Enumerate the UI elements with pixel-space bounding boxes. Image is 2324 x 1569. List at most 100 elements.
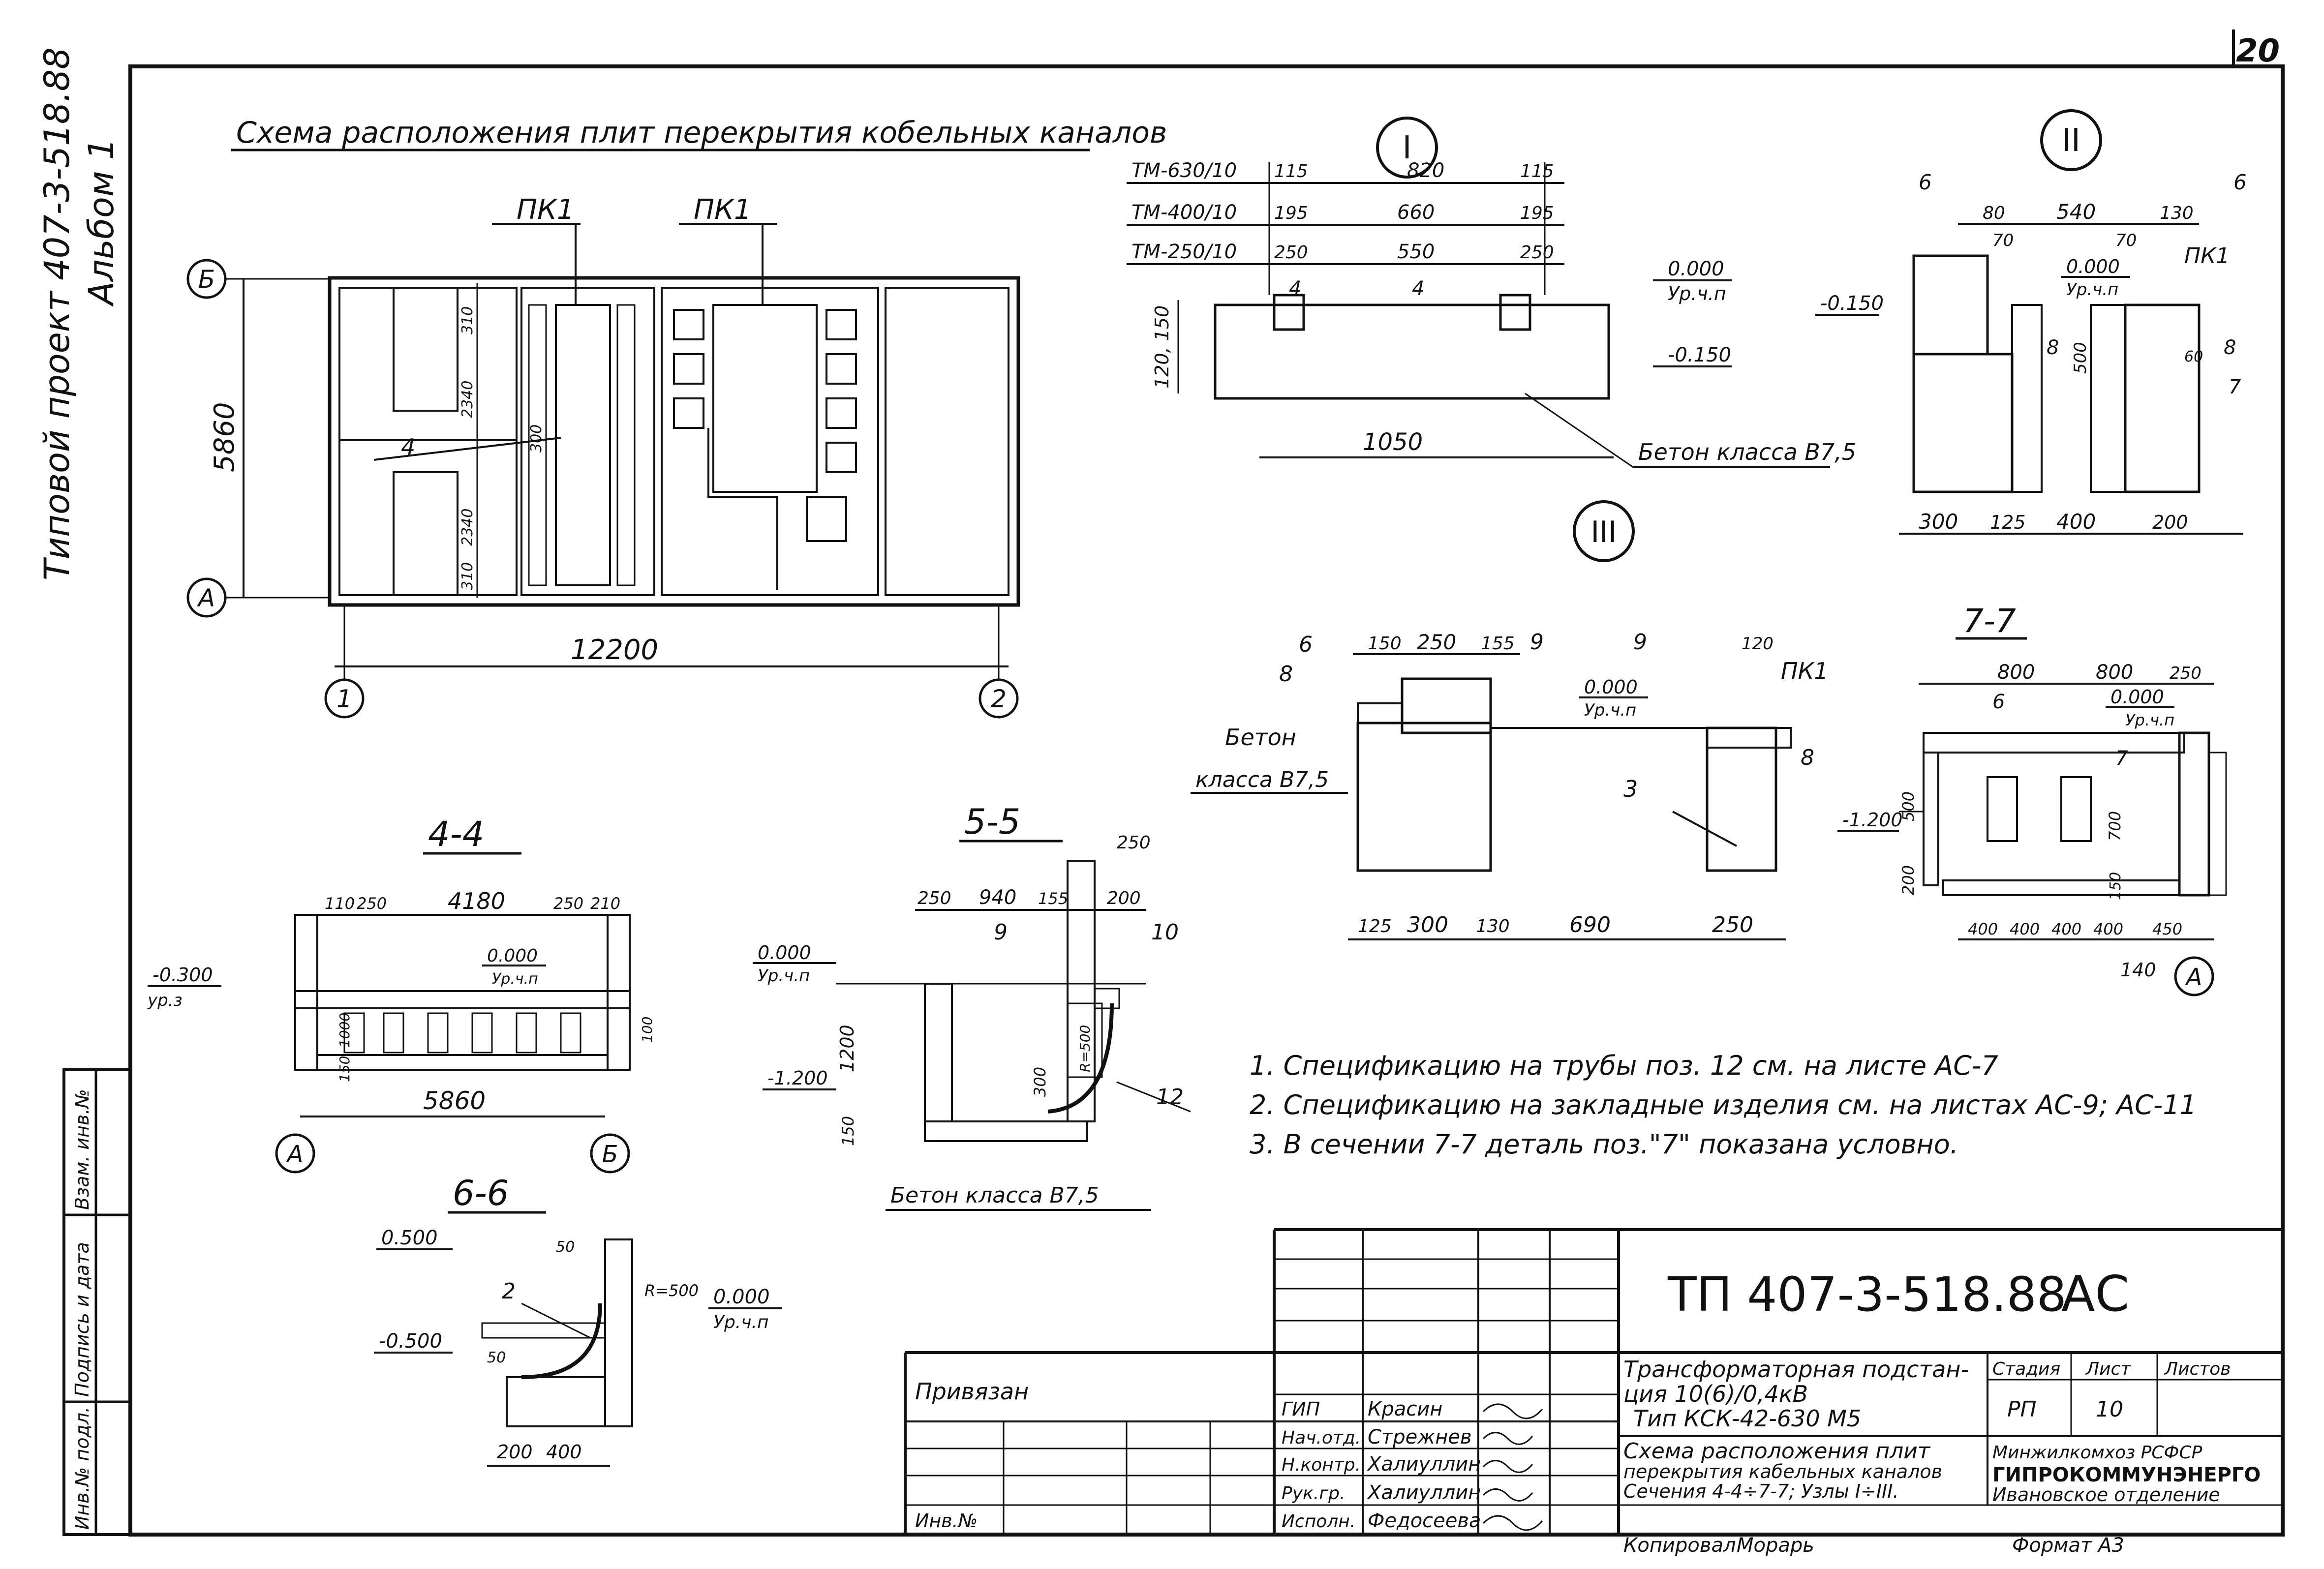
sec77-m6: 6 bbox=[1992, 691, 2005, 713]
sec77-d140: 140 bbox=[2120, 959, 2156, 981]
tb-stage: РП bbox=[2007, 1397, 2037, 1422]
sec66-b1: 400 bbox=[546, 1441, 582, 1463]
n3-concrete-2: класса В7,5 bbox=[1195, 767, 1329, 792]
n3-m8: 8 bbox=[1279, 662, 1293, 687]
n3-t0: 150 bbox=[1368, 634, 1402, 654]
sec44-bottom: 5860 bbox=[423, 1086, 486, 1115]
n3-concrete-1: Бетон bbox=[1225, 724, 1296, 751]
plan-pk1-b: ПК1 bbox=[694, 194, 752, 226]
sec55-t3: 200 bbox=[1107, 888, 1141, 908]
node-1: I ТМ-630/10 115 820 115 ТМ-400/10 195 66… bbox=[1127, 117, 1856, 468]
n3-m6: 6 bbox=[1299, 632, 1313, 657]
n3-level-top-sub: Ур.ч.п bbox=[1584, 700, 1636, 720]
sec77-level-top: 0.000 bbox=[2110, 686, 2164, 708]
section-6-6: 6-6 0.500 -0.500 0.000 Ур.ч.п 50 50 R=50… bbox=[374, 1173, 782, 1467]
plan-dim-height: 5860 bbox=[209, 402, 241, 472]
n3-m9b: 9 bbox=[1633, 630, 1647, 655]
tb-role-2: Н.контр. bbox=[1282, 1455, 1361, 1475]
sec66-level-b: -0.500 bbox=[379, 1330, 442, 1353]
title-block: ТП 407-3-518.88 АС Привязан Инв.№ ГИП На… bbox=[904, 1228, 2283, 1557]
sec77-b3: 400 bbox=[2093, 920, 2123, 938]
strip-label-sign: Подпись и дата bbox=[71, 1242, 93, 1397]
section-5-5: 5-5 250 940 155 200 250 9 10 0.000 Ур.ч.… bbox=[753, 802, 1191, 1211]
sec44-axis-b: Б bbox=[602, 1141, 618, 1168]
signature-0 bbox=[1482, 1403, 1543, 1419]
sec77-b4: 450 bbox=[2152, 920, 2182, 938]
sec44-title: 4-4 bbox=[428, 814, 484, 854]
tb-name-3: Халиуллин bbox=[1367, 1481, 1481, 1504]
tb-object-1: Трансформаторная подстан- bbox=[1623, 1356, 1969, 1383]
signature-2 bbox=[1482, 1460, 1533, 1473]
n2-m8a: 8 bbox=[2047, 336, 2059, 359]
tb-role-4: Исполн. bbox=[1282, 1511, 1355, 1532]
sec77-axis: А bbox=[2185, 964, 2202, 991]
n3-level-top: 0.000 bbox=[1584, 676, 1638, 698]
n2-d500: 500 bbox=[2071, 342, 2090, 374]
tb-code: ТП 407-3-518.88 bbox=[1667, 1267, 2067, 1322]
page-number: 20 bbox=[2236, 33, 2280, 69]
sec55-level-neg: -1.200 bbox=[767, 1067, 828, 1089]
sec44-t2: 4180 bbox=[448, 888, 505, 914]
note-2: 2. Спецификацию на закладные изделия см.… bbox=[1250, 1089, 2197, 1120]
node-2: II 6 6 80 540 130 70 70 0.000 Ур.ч.п ПК1… bbox=[1815, 109, 2247, 535]
tb-role-3: Рук.гр. bbox=[1282, 1483, 1345, 1504]
sec55-concrete: Бетон класса В7,5 bbox=[890, 1183, 1099, 1208]
n1-row1-b: 660 bbox=[1397, 201, 1435, 224]
n1-row1-a: 195 bbox=[1274, 203, 1308, 223]
sec55-m9: 9 bbox=[994, 920, 1008, 945]
sec55-t0: 250 bbox=[917, 888, 951, 908]
sec55-d150: 150 bbox=[839, 1116, 857, 1146]
sec44-d150: 150 bbox=[336, 1056, 353, 1082]
sec44-level-top-sub: Ур.ч.п bbox=[492, 970, 538, 988]
sec44-level-left: -0.300 bbox=[153, 964, 213, 986]
tb-object-3: Тип КСК-42-630 М5 bbox=[1633, 1405, 1861, 1432]
tb-sheet-hdr: Лист bbox=[2085, 1359, 2131, 1379]
strip-label-inv: Инв.№ подл. bbox=[71, 1407, 93, 1530]
n1-row0-a: 115 bbox=[1274, 161, 1308, 181]
tb-sheet-1: Схема расположения плит bbox=[1623, 1439, 1931, 1464]
n1-row0-b: 820 bbox=[1407, 159, 1444, 182]
tb-sheets-hdr: Листов bbox=[2164, 1359, 2231, 1379]
n2-b1: 125 bbox=[1990, 512, 2026, 533]
side-title-text: Типовой проект 407-3-518.88 bbox=[37, 47, 77, 580]
sec55-level-top-sub: Ур.ч.п bbox=[758, 966, 810, 986]
sec77-t2: 250 bbox=[2170, 664, 2202, 683]
sec77-b2: 400 bbox=[2051, 920, 2081, 938]
sec55-t4: 250 bbox=[1117, 833, 1151, 853]
n2-level-top: 0.000 bbox=[2066, 256, 2120, 277]
n2-m6b: 6 bbox=[2233, 170, 2247, 194]
n1-dim-left: 120, 150 bbox=[1151, 305, 1173, 389]
tb-role-1: Нач.отд. bbox=[1282, 1428, 1361, 1448]
sec44-t0: 110 bbox=[325, 894, 355, 913]
sec66-b0: 200 bbox=[497, 1441, 533, 1463]
tb-format: Формат А3 bbox=[2012, 1534, 2124, 1557]
sec66-d50b: 50 bbox=[487, 1349, 506, 1366]
plan-axis-1: 1 bbox=[336, 685, 352, 713]
tb-object-2: ция 10(6)/0,4кВ bbox=[1623, 1381, 1808, 1407]
sec44-t1: 250 bbox=[357, 894, 387, 913]
sec77-level-neg: -1.200 bbox=[1842, 809, 1903, 831]
n2-d60: 60 bbox=[2184, 348, 2203, 365]
n3-b2: 130 bbox=[1476, 916, 1510, 936]
n3-pk1: ПК1 bbox=[1781, 658, 1829, 684]
tb-org-2: ГИПРОКОММУНЭНЕРГО bbox=[1992, 1464, 2261, 1486]
n3-d120: 120 bbox=[1742, 634, 1774, 654]
n2-d70b: 70 bbox=[2115, 231, 2137, 250]
sec77-title: 7-7 bbox=[1963, 602, 2016, 640]
sec66-r: R=500 bbox=[644, 1281, 699, 1300]
plan-axis-b: Б bbox=[198, 265, 215, 294]
sec66-title: 6-6 bbox=[453, 1173, 509, 1213]
node-3: III 6 8 150 250 155 9 9 120 ПК1 0.000 Ур… bbox=[1191, 500, 1829, 940]
sec77-b0: 400 bbox=[1968, 920, 1998, 938]
section-4-4: 4-4 110 250 4180 250 210 0.000 Ур.ч.п -0… bbox=[147, 814, 655, 1174]
node-2-label: II bbox=[2062, 122, 2080, 159]
n1-level-top-sub: Ур.ч.п bbox=[1668, 283, 1726, 304]
n2-pk1: ПК1 bbox=[2184, 243, 2230, 269]
n2-b3: 200 bbox=[2152, 512, 2188, 533]
n3-b4: 250 bbox=[1712, 912, 1753, 937]
plan-drawing: Схема расположения плит перекрытия кобел… bbox=[186, 116, 1167, 719]
sec66-level-a: 0.500 bbox=[381, 1227, 438, 1249]
sec77-d700: 700 bbox=[2106, 811, 2124, 841]
n1-row2-type: ТМ-250/10 bbox=[1131, 241, 1237, 263]
